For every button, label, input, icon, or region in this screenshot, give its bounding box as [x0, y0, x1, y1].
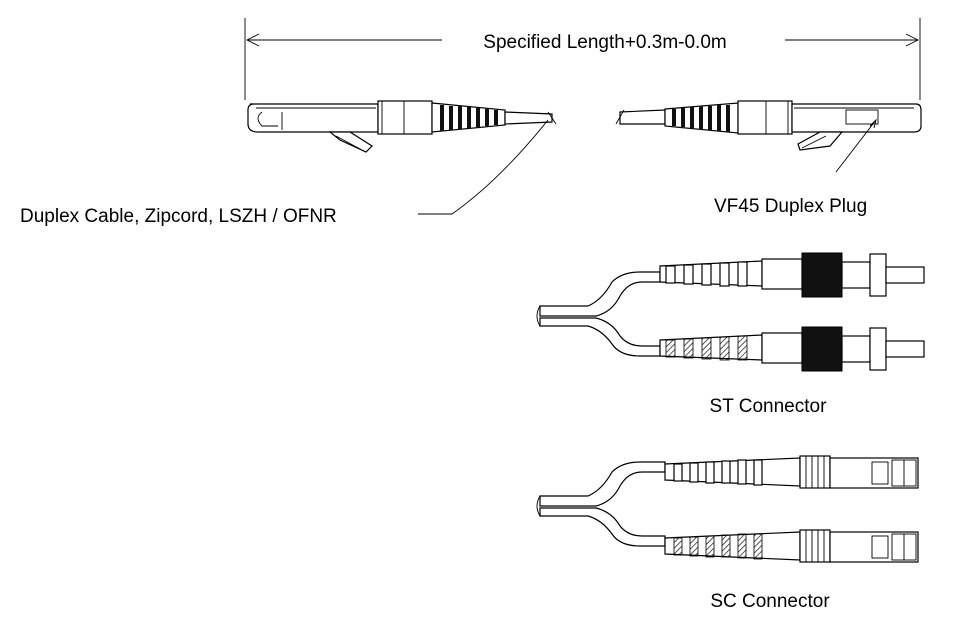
dimension-label: Specified Length+0.3m-0.0m	[483, 32, 726, 53]
vf45-plug-left	[247, 100, 557, 153]
dimension-arrow-right	[905, 33, 920, 47]
cable-label: Duplex Cable, Zipcord, LSZH / OFNR	[20, 206, 337, 227]
plug-leader-line	[835, 118, 877, 173]
sc-connector-assembly	[536, 455, 919, 563]
dimension-arrow-left	[245, 33, 260, 47]
st-connector-assembly	[536, 252, 925, 372]
cable-leader-line	[418, 119, 549, 215]
sc-connector-label: SC Connector	[710, 591, 830, 612]
st-connector-label: ST Connector	[710, 396, 828, 417]
vf45-plug-right	[615, 100, 922, 151]
length-dimension: Specified Length+0.3m-0.0m	[244, 18, 921, 100]
plug-label: VF45 Duplex Plug	[714, 196, 867, 217]
